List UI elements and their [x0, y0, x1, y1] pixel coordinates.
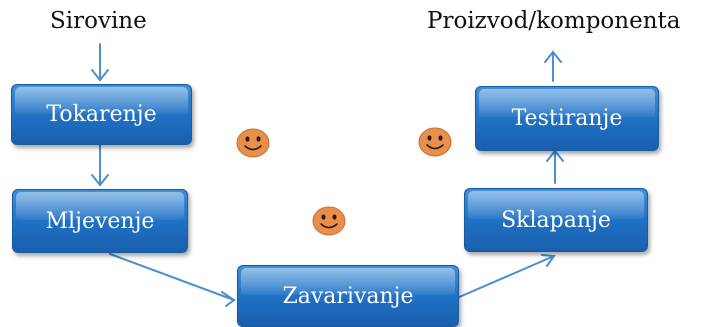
arrow-milling-to-welding	[109, 253, 236, 307]
arrow-turning-to-milling	[91, 144, 109, 187]
arrow-assembly-to-testing	[546, 149, 564, 184]
step-assembly: Sklapanje	[464, 188, 648, 252]
step-label: Testiranje	[511, 106, 623, 131]
smiley-icon	[418, 127, 452, 157]
output-label: Proizvod/komponenta	[427, 8, 681, 34]
step-label: Zavarivanje	[282, 283, 414, 309]
step-label: Sklapanje	[501, 207, 611, 233]
arrow-testing-to-output	[544, 50, 562, 82]
smiley-icon	[312, 206, 346, 236]
step-label: Tokarenje	[46, 102, 157, 127]
step-testing: Testiranje	[475, 86, 659, 151]
arrow-input-to-turning	[91, 43, 109, 82]
step-label: Mljevenje	[45, 208, 155, 234]
smiley-icon	[236, 128, 270, 158]
arrow-welding-to-assembly	[456, 254, 556, 299]
step-milling: Mljevenje	[12, 189, 188, 253]
step-turning: Tokarenje	[11, 84, 192, 145]
step-welding: Zavarivanje	[237, 265, 459, 327]
input-label: Sirovine	[50, 8, 147, 34]
